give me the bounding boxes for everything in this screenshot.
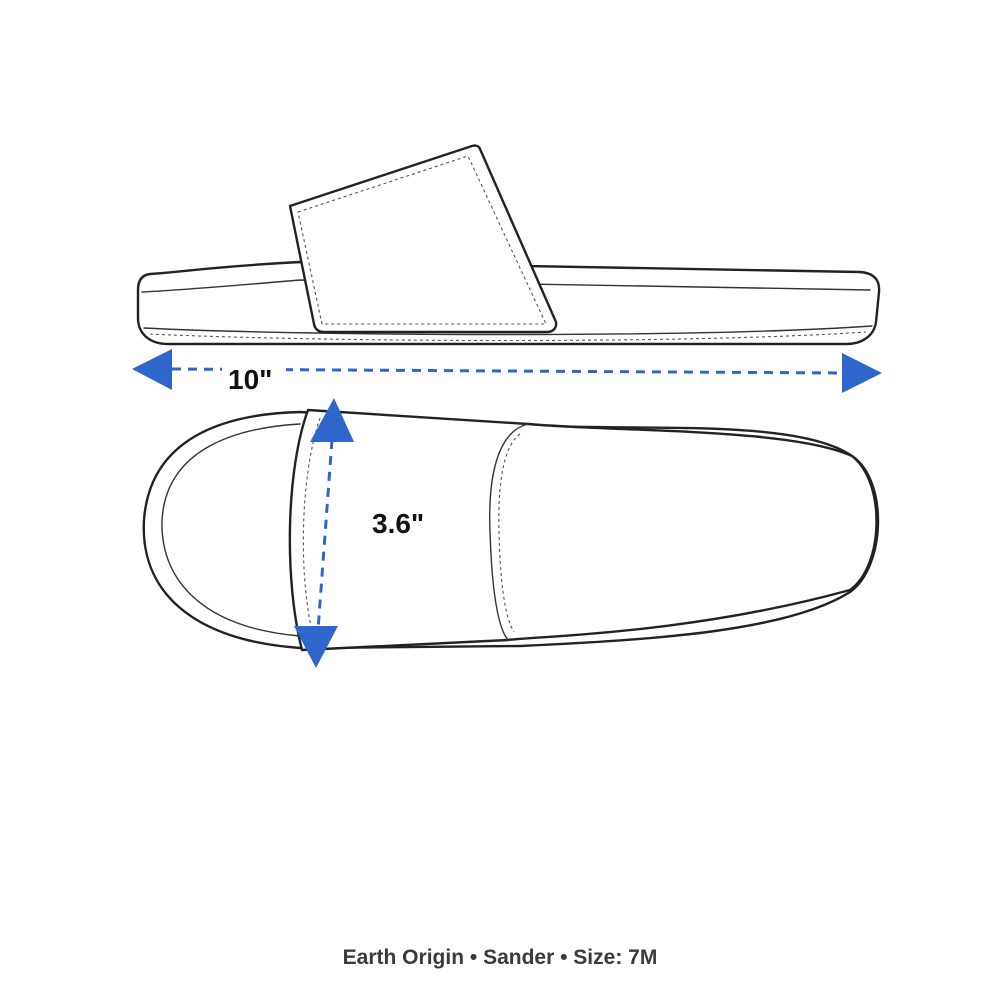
side-strap <box>288 144 558 334</box>
top-strap <box>288 408 878 652</box>
top-footbed-outline <box>161 423 301 637</box>
top-strap-right-edge <box>489 423 529 641</box>
side-sole-edge <box>143 325 873 336</box>
caption-separator: • <box>554 946 574 969</box>
top-strap-right-stitch <box>498 433 521 633</box>
caption-separator: • <box>464 946 484 969</box>
sandal-top-view <box>142 408 880 652</box>
width-label: 3.6" <box>372 508 424 539</box>
caption-model: Sander <box>483 946 555 969</box>
side-footbed-line <box>141 279 871 293</box>
sandal-side-view <box>136 144 881 346</box>
length-label: 10" <box>228 364 272 395</box>
side-sole-stitch <box>149 331 867 342</box>
length-arrow-right <box>842 353 882 393</box>
width-arrow-top <box>310 398 354 442</box>
width-dimension: 3.6" <box>294 398 424 668</box>
caption-size: Size: 7M <box>573 946 658 969</box>
side-strap-stitch <box>297 155 547 325</box>
length-dimension: 10" <box>132 349 882 395</box>
caption-brand: Earth Origin <box>342 946 465 969</box>
length-arrow-left <box>132 349 172 390</box>
product-caption: Earth Origin • Sander • Size: 7M <box>0 946 1000 970</box>
width-arrow-bottom <box>294 626 338 668</box>
